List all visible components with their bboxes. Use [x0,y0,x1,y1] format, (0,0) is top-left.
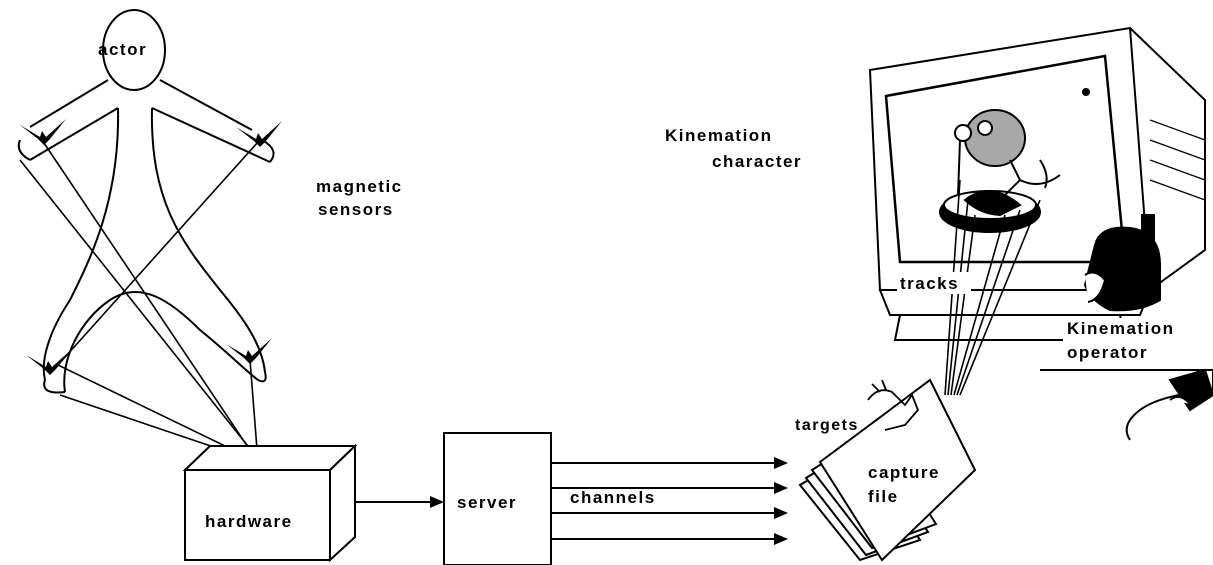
capture-file [798,378,977,562]
targets-hand [867,379,920,431]
label-magnetic: magnetic [316,177,403,196]
label-tracks: tracks [900,274,959,293]
actor-left-side [42,107,120,381]
label-kinemation-1: Kinemation [665,126,773,145]
actor-left-arm [29,79,109,128]
label-capture: capture [868,463,940,482]
sensor-right-knee [226,338,272,364]
label-kinemation-2: Kinemation [1067,319,1175,338]
label-operator-bg [1063,318,1213,364]
sensor-cables [19,139,259,463]
kinemation-operator [1040,226,1213,441]
actor-figure [17,9,275,394]
label-actor: actor [98,40,147,59]
hardware-box [182,443,358,563]
track-lines [944,179,1041,396]
label-server: server [457,493,517,512]
label-channels: channels [570,488,656,507]
actor-right-arm [159,79,253,131]
label-targets: targets [795,417,859,434]
label-file: file [868,487,899,506]
sensor-left-shoulder [20,119,66,145]
sensor-left-knee [26,349,72,375]
sensor-right-shoulder [236,121,282,147]
actor-head [102,9,166,91]
label-sensors: sensors [318,200,394,219]
label-tracks-bg [897,272,971,294]
label-hardware: hardware [205,512,293,531]
label-character: character [712,152,802,171]
label-operator: operator [1067,343,1148,362]
actor-right-side [150,107,266,373]
channel-arrows [551,457,788,545]
server-box [443,432,552,565]
character-head [964,109,1026,167]
